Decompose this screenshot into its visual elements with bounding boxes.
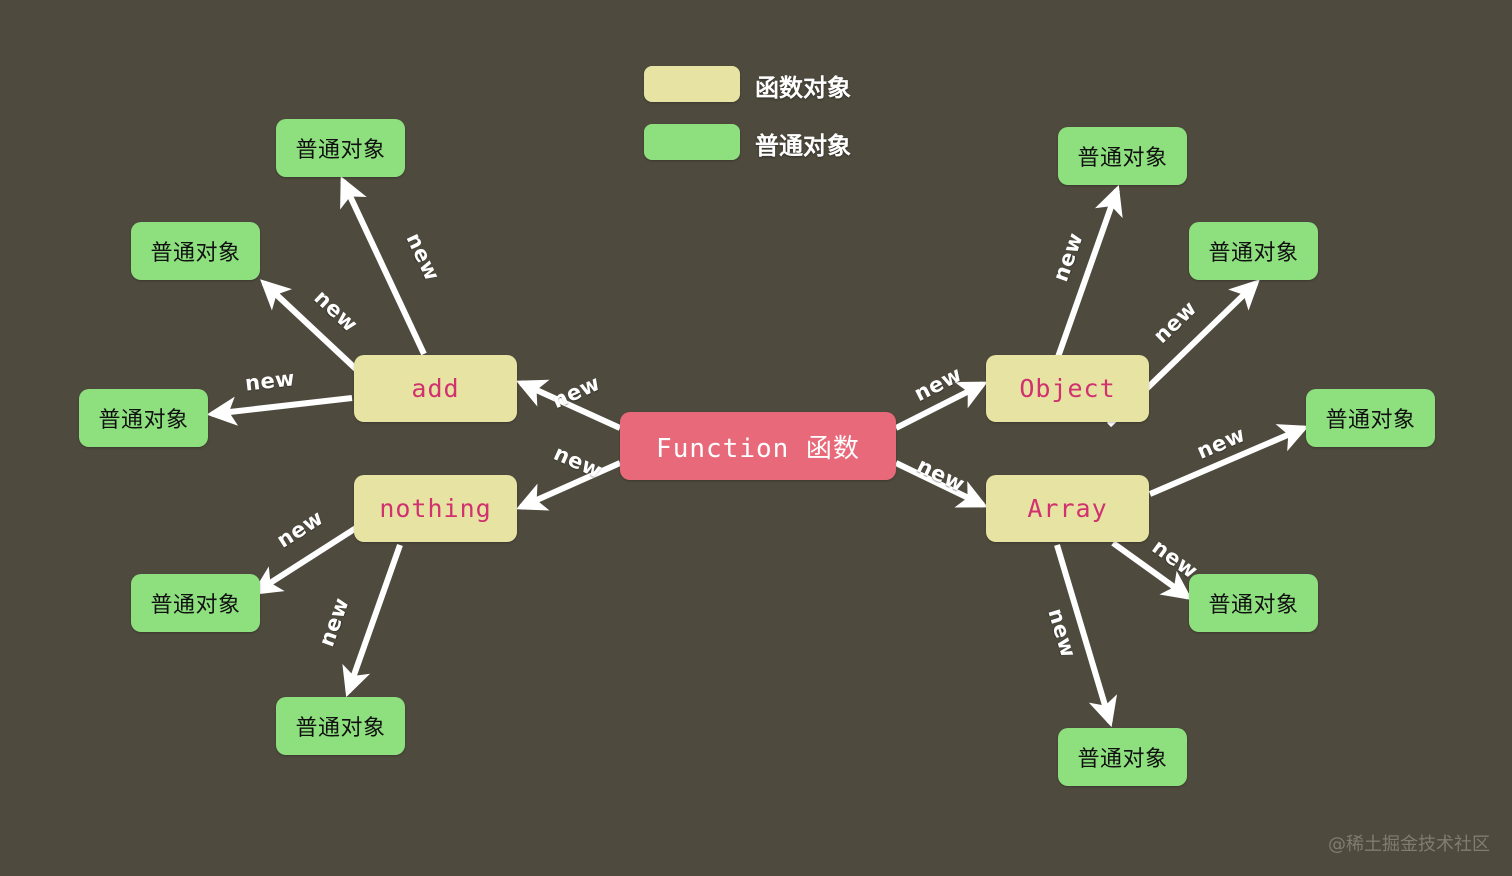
node-plain-object-1[interactable]: 普通对象 [1058,127,1187,185]
edge-label-new: new [401,229,445,285]
node-label: 普通对象 [295,716,386,741]
legend-swatch-0 [644,66,740,102]
legend-label-0: 函数对象 [755,74,851,102]
edge-label-new: new [309,285,363,337]
node-nothing[interactable]: nothing [354,475,517,542]
node-label: nothing [379,494,492,523]
node-label: add [411,374,460,403]
edge-label-new: new [272,505,328,553]
watermark: @稀土掘金技术社区 [1328,834,1490,855]
edge-label-new: new [1048,229,1088,285]
node-plain-add-3[interactable]: 普通对象 [79,389,208,447]
edge-label-new: new [548,370,604,414]
node-plain-add-2[interactable]: 普通对象 [131,222,260,280]
node-plain-array-3[interactable]: 普通对象 [1058,728,1187,786]
node-function-root[interactable]: Function 函数 [620,412,896,480]
node-label: Function 函数 [656,433,860,464]
node-add[interactable]: add [354,355,517,422]
node-label: 普通对象 [1208,593,1299,618]
node-plain-array-2[interactable]: 普通对象 [1189,574,1318,632]
node-plain-array-1[interactable]: 普通对象 [1306,389,1435,447]
node-object[interactable]: Object [986,355,1149,422]
legend-swatch-1 [644,124,740,160]
edge-label-new: new [550,440,606,484]
edge-label-new: new [910,361,966,407]
edge-label-new: new [314,594,354,650]
edge-label-new: new [1148,295,1202,349]
node-label: 普通对象 [150,593,241,618]
node-label: 普通对象 [295,138,386,163]
edge-label-new: new [243,366,297,396]
node-label: Array [1027,494,1108,523]
edge-add-to-plain-add-1 [340,176,427,356]
edge-label-new: new [1193,422,1249,464]
node-label: 普通对象 [150,241,241,266]
node-plain-add-1[interactable]: 普通对象 [276,119,405,177]
edge-label-new: new [1043,605,1081,661]
node-plain-object-2[interactable]: 普通对象 [1189,222,1318,280]
node-label: Object [1019,374,1116,403]
legend-label-1: 普通对象 [755,132,851,160]
node-plain-nothing-2[interactable]: 普通对象 [276,697,405,755]
node-label: 普通对象 [1077,146,1168,171]
edge-label-new: new [913,453,969,497]
node-array[interactable]: Array [986,475,1149,542]
edge-add-to-plain-add-3 [206,395,353,426]
node-label: 普通对象 [1077,747,1168,772]
node-label: 普通对象 [98,408,189,433]
node-label: 普通对象 [1325,408,1416,433]
edge-nothing-to-plain-nothing-2 [342,543,403,698]
node-label: 普通对象 [1208,241,1299,266]
node-plain-nothing-1[interactable]: 普通对象 [131,574,260,632]
